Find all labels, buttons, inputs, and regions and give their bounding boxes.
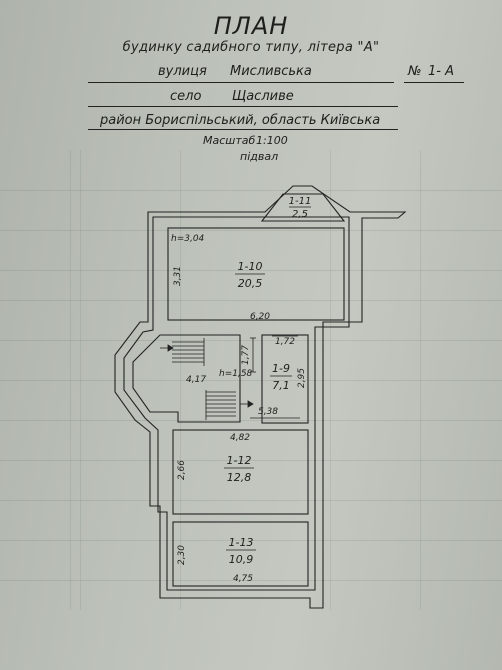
district-line: район Бориспільський, область Київська (100, 113, 381, 128)
inner-wall (123, 216, 350, 591)
room-1-10-id: 1-10 (238, 260, 263, 273)
dim-height-main: h=3,04 (171, 234, 205, 244)
dim-r10-height: 3,31 (173, 266, 183, 286)
page-title: ПЛАН (213, 12, 289, 40)
scale-value: 1:100 (256, 134, 288, 147)
room-1-12-id: 1-12 (227, 454, 252, 467)
ghost-table-line (0, 190, 502, 191)
number-value: 1- А (428, 64, 454, 79)
ghost-table-line (80, 150, 81, 610)
ghost-table-line (0, 340, 502, 341)
stair-block-outline (132, 334, 241, 423)
ghost-table-line (420, 150, 421, 610)
dim-left: 4,17 (186, 375, 206, 385)
dim-r13-bottom: 4,75 (233, 574, 253, 584)
outer-wall (114, 185, 407, 609)
scale-label: Масштаб (203, 134, 256, 147)
ghost-table-line (330, 150, 331, 610)
room-1-9-outline (261, 334, 309, 424)
ghost-table-line (180, 150, 181, 610)
number-underline (404, 82, 464, 83)
ghost-table-line (0, 580, 502, 581)
arrow-right-icon (167, 344, 174, 352)
district-underline (88, 129, 398, 130)
room-1-13-id: 1-13 (229, 536, 254, 549)
ghost-table-line (0, 540, 502, 541)
room-1-9-area: 7,1 (272, 379, 290, 392)
dim-r9-side: 2,95 (297, 368, 307, 388)
room-1-12-area: 12,8 (227, 471, 252, 484)
dim-r9-top: 1,72 (275, 337, 295, 347)
dim-r12-side: 2,66 (177, 460, 187, 480)
ghost-table-line (0, 270, 502, 271)
room-1-11-area: 2,5 (292, 209, 308, 220)
room-1-11-outline (260, 193, 346, 222)
dim-stair: 1,77 (241, 345, 251, 365)
number-label: № (408, 64, 422, 79)
room-1-12-outline (172, 429, 309, 515)
dimension-lines (250, 335, 300, 419)
page-subtitle: будинку садибного типу, літера "А" (122, 40, 380, 55)
dim-r12-top: 4,82 (230, 433, 250, 443)
arrow-right-icon (247, 400, 254, 408)
dim-r13-side: 2,30 (177, 545, 187, 565)
dim-height-stair: h=1,58 (219, 369, 253, 379)
ghost-table-line (70, 150, 71, 610)
room-1-13-area: 10,9 (229, 553, 254, 566)
village-value: Щасливе (232, 89, 294, 104)
room-1-13-outline (172, 521, 309, 587)
village-label: село (170, 89, 202, 104)
dim-r10-width: 6,20 (250, 312, 270, 322)
ghost-table-line (0, 230, 502, 231)
ghost-table-line (0, 460, 502, 461)
street-value: Мисливська (230, 64, 312, 79)
stair-arrows (160, 344, 254, 408)
floor-name: підвал (240, 150, 279, 163)
village-underline (88, 106, 398, 107)
street-underline (88, 82, 394, 83)
room-1-11-id: 1-11 (289, 196, 312, 207)
stair-treads (172, 338, 236, 420)
room-1-9-id: 1-9 (272, 362, 290, 375)
ghost-table-line (0, 420, 502, 421)
ghost-table-line (0, 380, 502, 381)
dim-r9-bottom: 5,38 (258, 407, 278, 417)
room-1-10-outline (167, 227, 345, 321)
street-label: вулиця (158, 64, 207, 79)
ghost-table-line (0, 300, 502, 301)
room-1-10-area: 20,5 (238, 277, 263, 290)
ghost-table-line (0, 500, 502, 501)
